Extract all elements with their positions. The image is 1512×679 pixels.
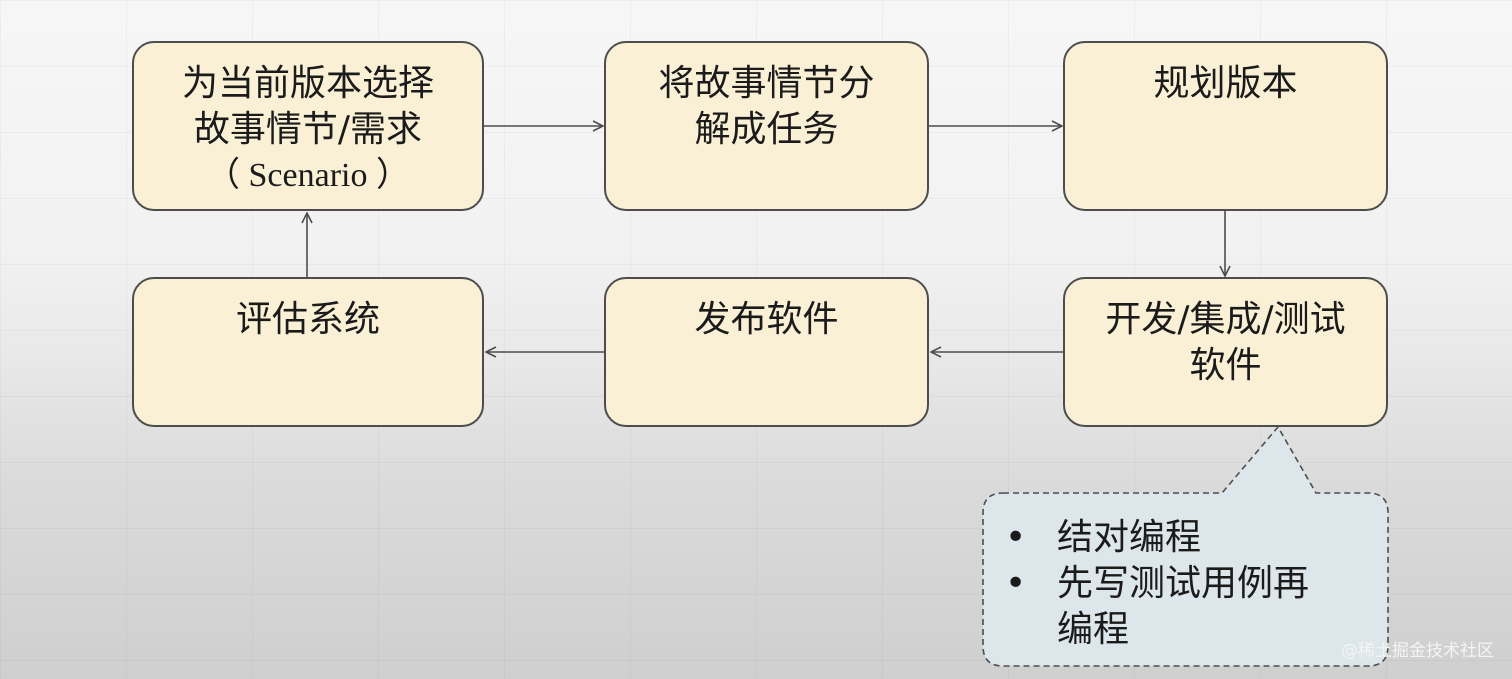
- callout-item-text: 编程: [1057, 609, 1130, 650]
- callout-item: • 先写测试用例再: [1005, 561, 1365, 607]
- box-dev-integrate-test: 开发/集成/测试 软件: [1063, 277, 1388, 427]
- box-evaluate-system-line1: 评估系统: [235, 299, 380, 340]
- box-evaluate-system: 评估系统: [132, 277, 484, 427]
- bullet-dot: •: [1005, 517, 1027, 558]
- callout-item: • 结对编程: [1005, 515, 1365, 561]
- box-release-software-line1: 发布软件: [694, 299, 839, 340]
- box-decompose-tasks-line2: 解成任务: [694, 109, 839, 150]
- callout-item-continuation: 编程: [1005, 607, 1365, 653]
- box-release-software: 发布软件: [604, 277, 929, 427]
- box-select-scenario: 为当前版本选择 故事情节/需求 （ Scenario ）: [132, 41, 484, 211]
- box-select-scenario-line1: 为当前版本选择: [181, 63, 434, 104]
- callout-list: • 结对编程 • 先写测试用例再 编程: [1005, 515, 1365, 653]
- box-plan-release-line1: 规划版本: [1153, 63, 1298, 104]
- box-plan-release: 规划版本: [1063, 41, 1388, 211]
- box-decompose-tasks-line1: 将故事情节分: [658, 63, 875, 104]
- bullet-dot: •: [1005, 563, 1027, 604]
- box-select-scenario-line3: （ Scenario ）: [206, 157, 410, 194]
- watermark: @稀土掘金技术社区: [1341, 641, 1494, 661]
- box-dev-integrate-test-line2: 软件: [1189, 345, 1262, 386]
- callout-item-text: 先写测试用例再: [1057, 563, 1310, 604]
- box-select-scenario-line2: 故事情节/需求: [193, 109, 423, 150]
- callout-bubble: [982, 425, 1389, 667]
- box-decompose-tasks: 将故事情节分 解成任务: [604, 41, 929, 211]
- callout-item-text: 结对编程: [1057, 517, 1202, 558]
- box-dev-integrate-test-line1: 开发/集成/测试: [1105, 299, 1346, 340]
